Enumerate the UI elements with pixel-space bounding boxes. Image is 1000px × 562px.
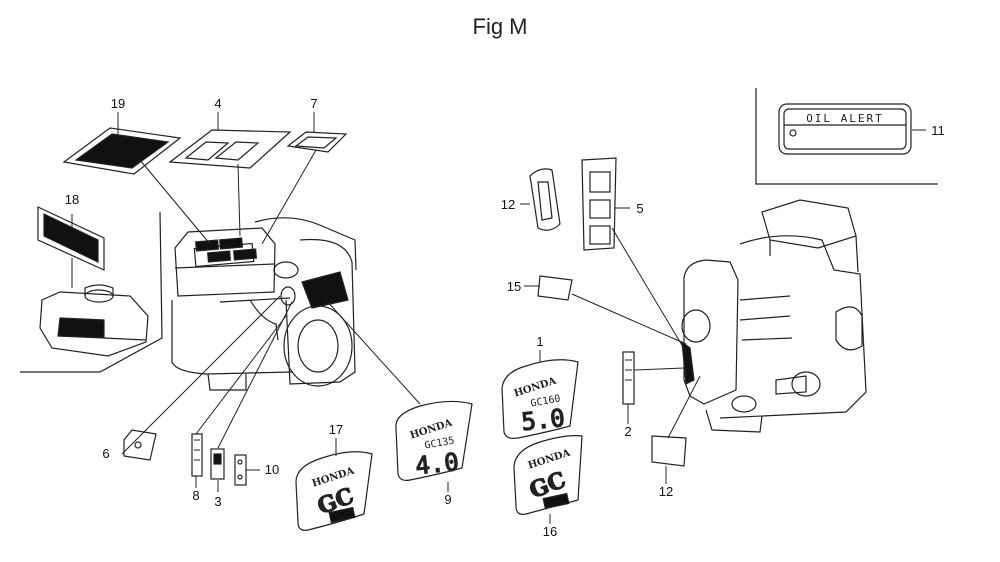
callout-9: 9 bbox=[444, 492, 451, 507]
sticker-15-drawing bbox=[651, 435, 687, 467]
callout-3: 3 bbox=[214, 494, 221, 509]
decal-9-gc135: HONDA GC135 4.0 bbox=[395, 400, 473, 481]
sticker-19-drawing bbox=[37, 206, 105, 271]
callout-6: 6 bbox=[102, 446, 109, 461]
callout-7: 7 bbox=[310, 96, 317, 111]
callout-8: 8 bbox=[192, 488, 199, 503]
sticker-8-drawing bbox=[191, 433, 203, 477]
fuel-tank-drawing bbox=[39, 284, 149, 357]
sticker-6-drawing bbox=[123, 429, 157, 461]
oil-alert-frame bbox=[755, 88, 938, 185]
sticker-10-drawing bbox=[234, 454, 247, 486]
sticker-20-drawing bbox=[62, 127, 182, 175]
leader-lines bbox=[71, 112, 926, 524]
sticker-2-drawing bbox=[622, 351, 635, 405]
sticker-16-drawing bbox=[537, 275, 573, 301]
callout-4: 4 bbox=[214, 96, 221, 111]
callout-11: 11 bbox=[931, 123, 945, 138]
left-section-bracket bbox=[20, 211, 163, 373]
callout-16: 15 bbox=[507, 279, 521, 294]
decal-1-gc160: HONDA GC160 5.0 bbox=[501, 359, 579, 439]
sticker-7-drawing bbox=[286, 131, 348, 153]
decal-1-model: GC160 bbox=[530, 394, 562, 410]
callout-1: 1 bbox=[536, 334, 543, 349]
sticker-11-oil-alert: OIL ALERT bbox=[778, 103, 912, 155]
callout-15: 12 bbox=[659, 484, 673, 499]
oil-alert-label: OIL ALERT bbox=[806, 112, 884, 125]
callout-17: 17 bbox=[329, 422, 343, 437]
sticker-5-drawing bbox=[581, 157, 617, 251]
decal-18-brand: HONDA bbox=[527, 448, 572, 472]
sticker-3-drawing bbox=[210, 448, 225, 480]
right-engine-drawing bbox=[681, 199, 867, 433]
callout-19: 18 bbox=[65, 192, 79, 207]
sticker-12-drawing bbox=[529, 168, 561, 231]
callout-numbers: 19 4 7 18 6 8 3 10 17 9 1 16 12 5 15 2 1… bbox=[65, 96, 945, 539]
figure-title: Fig M bbox=[472, 14, 528, 39]
decal-18-gc: HONDA GC bbox=[513, 435, 583, 515]
left-engine-drawing bbox=[171, 217, 357, 391]
callout-10: 10 bbox=[265, 462, 279, 477]
callout-5: 5 bbox=[636, 201, 643, 216]
callout-20: 19 bbox=[111, 96, 125, 111]
decal-1-rating: 5.0 bbox=[520, 404, 566, 436]
decal-9-rating: 4.0 bbox=[414, 448, 460, 480]
callout-12: 12 bbox=[501, 197, 515, 212]
decal-9-model: GC135 bbox=[424, 436, 456, 452]
callout-18: 16 bbox=[543, 524, 557, 539]
sticker-4-drawing bbox=[168, 129, 292, 169]
decal-17-gc: HONDA GC bbox=[295, 451, 373, 531]
callout-2: 2 bbox=[624, 424, 631, 439]
